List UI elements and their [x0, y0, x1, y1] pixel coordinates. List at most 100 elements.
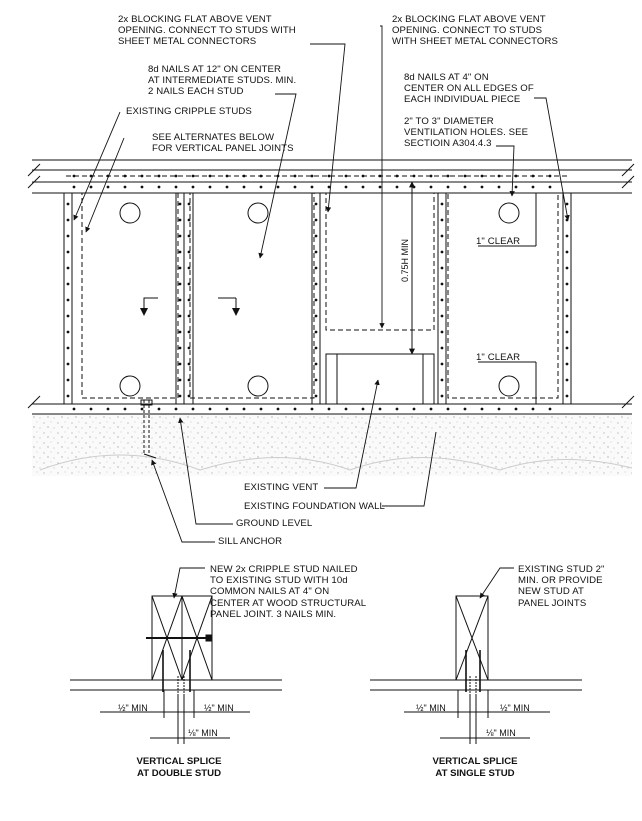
nail-dot — [440, 330, 444, 334]
nail-dot — [378, 185, 382, 189]
dim-double-right-min: ½" MIN — [204, 703, 234, 713]
nail-dot — [314, 202, 318, 206]
nail-dot — [187, 394, 191, 398]
nail-dot — [174, 185, 178, 189]
nail-dot — [123, 174, 127, 178]
nail-dot — [514, 407, 518, 411]
nail-dot — [314, 298, 318, 302]
nail-dot — [225, 407, 229, 411]
nail-dot — [187, 314, 191, 318]
note-nails-4: 8d NAILS AT 4" ON CENTER ON ALL EDGES OF… — [404, 72, 534, 106]
nail-dot — [187, 362, 191, 366]
panel-outlines — [66, 175, 570, 399]
nail-dot — [178, 298, 182, 302]
nail-dot — [565, 250, 569, 254]
nail-dot — [178, 394, 182, 398]
nail-dot — [480, 407, 484, 411]
nail-dot — [463, 185, 467, 189]
nail-dot — [440, 250, 444, 254]
nail-dot — [157, 407, 161, 411]
nail-dot — [187, 250, 191, 254]
nail-dot — [531, 185, 535, 189]
nail-dot — [66, 298, 70, 302]
dim-single-right-min: ½" MIN — [500, 703, 530, 713]
nail-dot — [480, 174, 484, 178]
label-clear-bottom: 1" CLEAR — [476, 352, 521, 363]
nail-dot — [276, 407, 280, 411]
nail-dot — [463, 407, 467, 411]
nail-dot — [187, 266, 191, 270]
nail-dot — [293, 174, 297, 178]
nail-dot — [395, 407, 399, 411]
nail-dot — [72, 407, 76, 411]
nail-dot — [314, 282, 318, 286]
nail-dot — [565, 266, 569, 270]
label-sill-anchor: SILL ANCHOR — [218, 536, 283, 547]
nail-dot — [123, 407, 127, 411]
nail-dot — [446, 185, 450, 189]
nail-dot — [310, 185, 314, 189]
nail-dot — [187, 330, 191, 334]
nail-dot — [123, 185, 127, 189]
nail-dot — [187, 346, 191, 350]
foundation-wall — [32, 414, 633, 476]
nail-dot — [293, 185, 297, 189]
nail-dot — [66, 234, 70, 238]
ventilation-holes — [119, 202, 520, 397]
nail-dot — [395, 185, 399, 189]
nail-dot — [440, 378, 444, 382]
note-double-stud: NEW 2x CRIPPLE STUD NAILED TO EXISTING S… — [210, 564, 367, 620]
nail-dot — [314, 362, 318, 366]
nail-dot — [314, 250, 318, 254]
label-ground-level: GROUND LEVEL — [236, 518, 313, 529]
nail-dot — [314, 394, 318, 398]
nail-dot — [327, 407, 331, 411]
nail-dot — [187, 202, 191, 206]
nail-dot — [344, 185, 348, 189]
nail-dot — [361, 407, 365, 411]
nail-dot — [548, 185, 552, 189]
nail-dot — [314, 346, 318, 350]
plate-break-marks — [27, 163, 635, 409]
nail-dot — [191, 174, 195, 178]
nail-dot — [89, 407, 93, 411]
nail-dot — [327, 185, 331, 189]
nail-dot — [412, 185, 416, 189]
label-foundation-wall: EXISTING FOUNDATION WALL — [244, 501, 385, 512]
nail-dot — [89, 185, 93, 189]
nail-dot — [66, 282, 70, 286]
nail-dot — [140, 174, 144, 178]
nail-dot — [565, 298, 569, 302]
nail-dot — [242, 407, 246, 411]
nail-dot — [66, 346, 70, 350]
nail-dot — [66, 250, 70, 254]
nail-dot — [178, 346, 182, 350]
nail-dot — [497, 185, 501, 189]
nail-dot — [446, 174, 450, 178]
nail-dot — [314, 218, 318, 222]
leader-lines — [73, 25, 570, 543]
nail-dot — [314, 330, 318, 334]
nail-dot — [412, 407, 416, 411]
nail-dot — [446, 407, 450, 411]
nail-dot — [314, 234, 318, 238]
nail-dot — [187, 378, 191, 382]
nail-dot — [259, 407, 263, 411]
nail-dot — [565, 314, 569, 318]
nail-dot — [66, 218, 70, 222]
nail-dot — [225, 185, 229, 189]
nail-dot — [497, 174, 501, 178]
note-cripple-studs: EXISTING CRIPPLE STUDS — [126, 106, 252, 117]
nail-dot — [440, 362, 444, 366]
note-single-stud: EXISTING STUD 2" MIN. OR PROVIDE NEW STU… — [518, 564, 605, 609]
nail-dot — [395, 174, 399, 178]
nail-dot — [225, 174, 229, 178]
nail-dot — [565, 330, 569, 334]
nail-dot — [191, 407, 195, 411]
nail-dot — [208, 185, 212, 189]
nail-dot — [565, 346, 569, 350]
nail-dot — [187, 282, 191, 286]
nail-dot — [440, 234, 444, 238]
nail-dot — [314, 266, 318, 270]
